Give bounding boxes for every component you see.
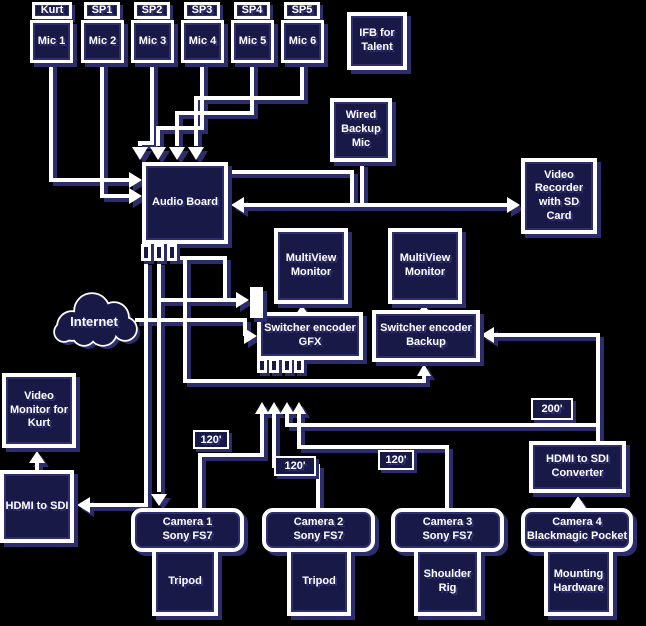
mic-box: Mic 3 — [131, 20, 174, 63]
switcher-gfx-pin — [282, 358, 292, 373]
mic-box: Mic 5 — [231, 20, 274, 63]
mic-box: Mic 2 — [81, 20, 124, 63]
mic-source-label: SP5 — [284, 2, 320, 19]
mic-source-label: SP3 — [184, 2, 220, 19]
internet-label-shadow: Internet — [72, 316, 120, 331]
cable-length-label: 200' — [531, 398, 573, 420]
camera-4-box: Camera 4 Blackmagic Pocket — [521, 508, 633, 552]
audio-board-pin — [167, 244, 177, 261]
mic-source-label: SP1 — [84, 2, 120, 19]
switcher-encoder-gfx-box: Switcher encoder GFX — [257, 312, 363, 360]
video-monitor-kurt-box: Video Monitor for Kurt — [2, 373, 76, 448]
cable-length-label: 120' — [193, 430, 229, 449]
cable-length-label: 120' — [274, 456, 316, 476]
internet-cloud: Internet Internet — [53, 292, 140, 349]
internet-label: Internet — [70, 314, 118, 329]
mic-box: Mic 1 — [30, 20, 73, 63]
switcher-gfx-pin — [257, 358, 267, 373]
ifb-talent-box: IFB for Talent — [347, 12, 407, 70]
mounting-hardware-box: Mounting Hardware — [544, 552, 613, 616]
tripod-1-box: Tripod — [152, 552, 218, 616]
tripod-2-box: Tripod — [287, 552, 351, 616]
multiview-monitor-1-box: MultiView Monitor — [274, 228, 348, 304]
audio-board-box: Audio Board — [142, 162, 228, 244]
audio-board-pin — [141, 244, 151, 261]
multiview-monitor-2-box: MultiView Monitor — [388, 228, 462, 304]
wired-backup-mic-box: Wired Backup Mic — [330, 98, 392, 162]
switcher-gfx-input-port — [250, 287, 263, 318]
switcher-gfx-pin — [269, 358, 279, 373]
switcher-encoder-backup-box: Switcher encoder Backup — [372, 310, 480, 362]
hdmi-to-sdi-converter-box: HDMI to SDI Converter — [529, 441, 626, 493]
mic-source-label: SP4 — [234, 2, 270, 19]
camera-2-box: Camera 2 Sony FS7 — [262, 508, 375, 552]
shoulder-rig-box: Shoulder Rig — [414, 552, 481, 616]
hdmi-to-sdi-box: HDMI to SDI — [0, 470, 74, 543]
audio-board-pin — [154, 244, 164, 261]
mic-source-label: Kurt — [32, 2, 72, 19]
camera-1-box: Camera 1 Sony FS7 — [131, 508, 244, 552]
video-recorder-box: Video Recorder with SD Card — [521, 158, 597, 234]
camera-3-box: Camera 3 Sony FS7 — [391, 508, 504, 552]
mic-box: Mic 6 — [281, 20, 324, 63]
mic-source-label: SP2 — [134, 2, 170, 19]
cable-length-label: 120' — [378, 450, 414, 470]
switcher-gfx-pin — [294, 358, 304, 373]
mic-box: Mic 4 — [181, 20, 224, 63]
